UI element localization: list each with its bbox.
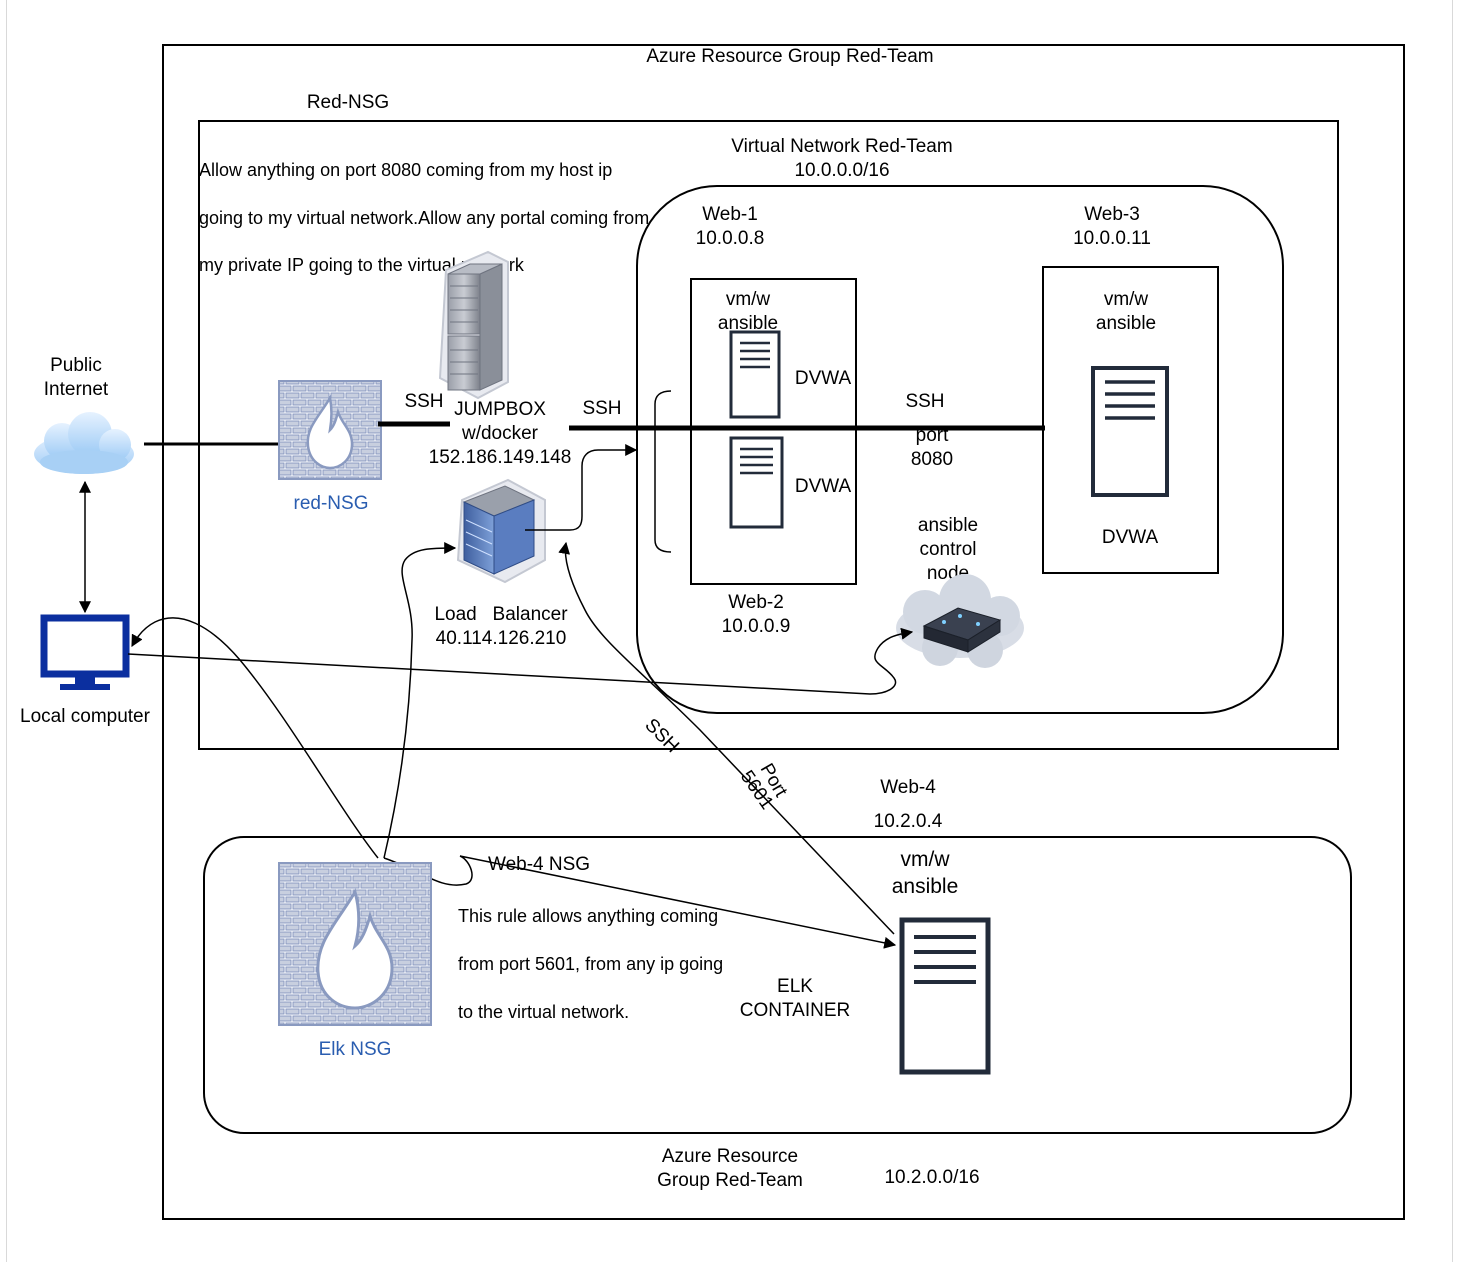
elk-firewall-icon	[278, 862, 432, 1026]
elk-label-2: CONTAINER	[740, 1000, 850, 1021]
web3-host-box	[1042, 266, 1219, 574]
ssh-diagonal-label: SSH	[640, 715, 682, 757]
red-nsg-box	[198, 120, 1339, 750]
web2-name: Web-2	[728, 592, 784, 613]
elk-nsg-to-lb-link	[383, 542, 457, 859]
web3-server-icon	[1091, 366, 1169, 497]
web1-name: Web-1	[702, 204, 758, 225]
elk-nsg-to-computer-link	[131, 617, 379, 859]
jumpbox-label-2: w/docker	[461, 423, 539, 444]
web4-ip: 10.2.0.4	[874, 811, 943, 832]
web4-vm-label-1: vm/w	[901, 848, 951, 871]
rule-line-1: Allow anything on port 8080 coming from …	[199, 160, 612, 180]
web-group-bracket	[654, 390, 672, 553]
bottom-group-label-1: Azure Resource	[662, 1146, 798, 1167]
elk-to-lb-ssh-link	[558, 541, 895, 935]
elk-nsg-to-elk-link	[383, 855, 897, 949]
resource-group-box	[162, 44, 1405, 1220]
web4-box	[203, 836, 1352, 1134]
elk-label-1: ELK	[777, 976, 813, 997]
ssh-label-3: SSH	[905, 391, 944, 412]
web2-app: DVWA	[795, 476, 852, 497]
cloud-server-icon	[896, 574, 1024, 668]
web1-ip: 10.0.0.8	[696, 228, 765, 249]
web4-server-icon	[899, 917, 991, 1075]
port-label-2: 8080	[911, 449, 953, 470]
red-nsg-box-title: Red-NSG	[307, 92, 389, 113]
jumpbox-ip: 152.186.149.148	[429, 447, 572, 468]
port-label-1: port	[916, 425, 949, 446]
web4-name: Web-4	[880, 777, 936, 798]
resource-group-title: Azure Resource Group Red-Team	[646, 46, 933, 67]
web4-rule-line-3: to the virtual network.	[458, 1002, 629, 1022]
elk-nsg-label: Elk NSG	[319, 1039, 392, 1060]
web2-ip: 10.0.0.9	[722, 616, 791, 637]
rule-line-2: going to my virtual network.Allow any po…	[199, 208, 649, 228]
jumpbox-label-1: JUMPBOX	[454, 399, 546, 420]
cloud-icon	[34, 412, 134, 474]
computer-to-ansible-link	[127, 627, 914, 695]
firewall-icon	[278, 380, 382, 480]
web1-web2-host-box	[690, 278, 857, 585]
server-rack-icon	[438, 250, 509, 400]
ansible-node-label-2: control	[919, 539, 976, 560]
web3-vm-label-1: vm/w	[1104, 289, 1149, 310]
web1-vm-label-2: ansible	[718, 313, 778, 334]
ssh-label-2: SSH	[582, 398, 621, 419]
vnet-cidr: 10.0.0.0/16	[794, 160, 889, 181]
computer-icon	[40, 614, 130, 690]
bottom-group-label-2: Group Red-Team	[657, 1170, 803, 1191]
web1-server-icon	[729, 330, 781, 419]
web1-app: DVWA	[795, 368, 852, 389]
lb-to-vnet-link	[525, 444, 638, 531]
web4-nsg-title: Web-4 NSG	[488, 854, 590, 875]
rule-line-3: my private IP going to the virtual netwo…	[199, 255, 525, 275]
web3-app: DVWA	[1102, 527, 1159, 548]
web3-name: Web-3	[1084, 204, 1140, 225]
web2-server-icon	[729, 436, 784, 529]
ansible-node-label-1: ansible	[918, 515, 978, 536]
ssh-label-1: SSH	[404, 391, 443, 412]
load-balancer-ip: 40.114.126.210	[436, 628, 567, 649]
internet-label-2: Internet	[44, 379, 109, 400]
local-computer-label: Local computer	[20, 706, 151, 727]
web3-ip: 10.0.0.11	[1073, 228, 1151, 249]
bottom-group-cidr: 10.2.0.0/16	[884, 1167, 979, 1188]
web1-vm-label-1: vm/w	[726, 289, 771, 310]
load-balancer-label: Load Balancer	[434, 604, 568, 625]
page-left-border	[6, 0, 7, 1262]
web3-vm-label-2: ansible	[1096, 313, 1156, 334]
red-nsg-label: red-NSG	[294, 493, 369, 514]
page-right-border	[1452, 0, 1453, 1262]
vnet-title: Virtual Network Red-Team	[731, 136, 952, 157]
web4-rule-line-1: This rule allows anything coming	[458, 906, 718, 926]
web4-rule-line-2: from port 5601, from any ip going	[458, 954, 723, 974]
load-balancer-icon	[456, 478, 546, 584]
internet-label-1: Public	[50, 355, 102, 376]
web4-vm-label-2: ansible	[892, 875, 959, 898]
